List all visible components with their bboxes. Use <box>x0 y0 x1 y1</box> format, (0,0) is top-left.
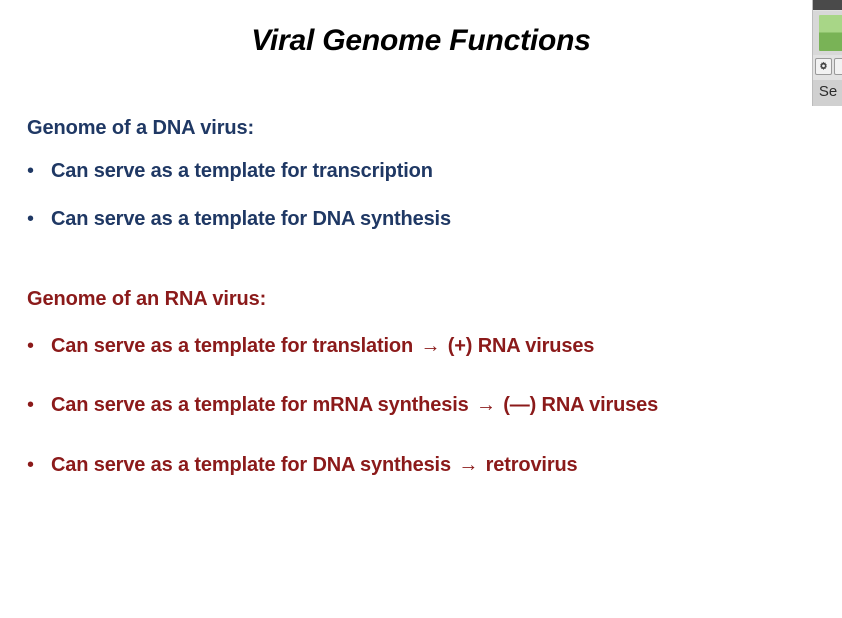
widget-label-text: Se <box>813 80 842 106</box>
right-arrow-icon: → <box>420 335 441 357</box>
list-item: • Can serve as a template for transcript… <box>27 160 433 183</box>
bullet-marker-icon: • <box>27 394 35 416</box>
right-arrow-icon: → <box>458 454 479 476</box>
list-item-text-after: (+) RNA viruses <box>447 335 595 357</box>
list-item-label: Can serve as a template for transcriptio… <box>51 160 433 182</box>
rna-section-heading: Genome of an RNA virus: <box>27 288 267 310</box>
page-title: Viral Genome Functions <box>251 24 591 57</box>
list-item: • Can serve as a template for mRNA synth… <box>27 394 658 417</box>
gear-icon <box>818 61 829 72</box>
list-item-text-before: Can serve as a template for translation <box>51 335 414 357</box>
list-item-label: Can serve as a template for translation … <box>51 335 594 358</box>
list-item-label: Can serve as a template for DNA synthesi… <box>51 208 451 230</box>
green-color-swatch[interactable] <box>819 15 842 51</box>
list-item-text-before: Can serve as a template for DNA synthesi… <box>51 454 451 476</box>
list-item-text-before: Can serve as a template for mRNA synthes… <box>51 394 469 416</box>
bullet-marker-icon: • <box>27 208 35 230</box>
right-arrow-icon: → <box>476 394 496 416</box>
dna-section-heading: Genome of a DNA virus: <box>27 117 255 139</box>
partial-app-window[interactable]: Se <box>812 0 842 106</box>
widget-toolbar <box>813 56 842 78</box>
list-item-text-after: retrovirus <box>485 454 578 476</box>
bullet-marker-icon: • <box>27 160 35 182</box>
list-item: • Can serve as a template for translatio… <box>27 335 594 358</box>
preview-canvas <box>813 11 842 55</box>
list-item: • Can serve as a template for DNA synthe… <box>27 208 451 231</box>
window-titlebar[interactable] <box>813 0 842 10</box>
bullet-marker-icon: • <box>27 454 35 476</box>
list-item: • Can serve as a template for DNA synthe… <box>27 454 578 477</box>
bullet-marker-icon: • <box>27 335 35 357</box>
list-item-label: Can serve as a template for mRNA synthes… <box>51 394 658 417</box>
list-item-label: Can serve as a template for DNA synthesi… <box>51 454 578 477</box>
settings-button[interactable] <box>815 58 832 75</box>
list-item-text-after: (—) RNA viruses <box>503 394 659 416</box>
secondary-tool-button[interactable] <box>834 58 842 75</box>
